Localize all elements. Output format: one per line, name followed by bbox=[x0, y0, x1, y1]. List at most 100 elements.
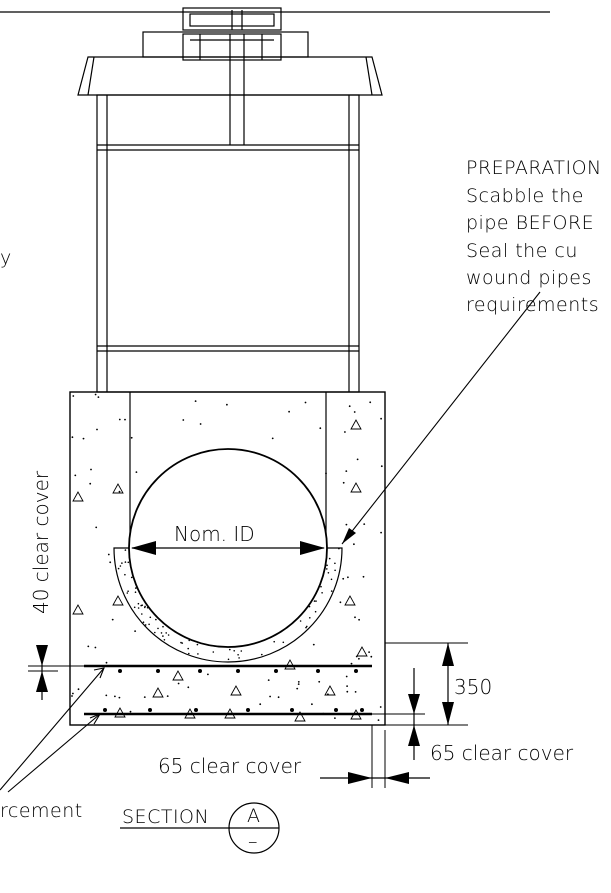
bedding-dot bbox=[126, 592, 129, 594]
bedding-dot bbox=[240, 650, 243, 652]
nominal-id-dimension: Nom. ID bbox=[131, 522, 325, 555]
concrete-dot bbox=[94, 393, 97, 396]
bedding-dot bbox=[144, 624, 147, 626]
bedding-dot bbox=[162, 625, 164, 628]
concrete-dot bbox=[345, 470, 348, 472]
concrete-dot bbox=[312, 643, 315, 646]
concrete-dot bbox=[271, 437, 274, 440]
bedding-dot bbox=[149, 616, 152, 619]
concrete-dot bbox=[342, 481, 345, 484]
reinforcement-bars bbox=[84, 664, 372, 716]
note-line-1: PREPARATION bbox=[466, 157, 602, 179]
concrete-dot bbox=[342, 577, 345, 580]
concrete-dot bbox=[362, 575, 365, 578]
aggregate-mark bbox=[72, 491, 84, 502]
section-id: A bbox=[247, 805, 261, 827]
bedding-dot bbox=[133, 606, 136, 609]
concrete-dot bbox=[71, 436, 74, 439]
bedding-dot bbox=[326, 564, 328, 567]
concrete-dot bbox=[318, 680, 321, 683]
bedding-dot bbox=[314, 610, 317, 613]
concrete-dot bbox=[380, 465, 383, 468]
aggregate-mark bbox=[294, 711, 306, 722]
concrete-dot bbox=[311, 703, 313, 706]
concrete-dot bbox=[105, 694, 108, 697]
reinforcement-leaders bbox=[0, 667, 105, 793]
bedding-dot bbox=[327, 572, 330, 574]
concrete-dot bbox=[118, 696, 121, 699]
bedding-dot bbox=[233, 650, 235, 652]
concrete-dot bbox=[226, 403, 228, 406]
concrete-dot bbox=[129, 710, 132, 713]
bedding-dot bbox=[130, 576, 133, 579]
bedding-dot bbox=[328, 557, 331, 560]
bedding-dot bbox=[140, 604, 142, 607]
bedding-dot bbox=[148, 623, 150, 626]
concrete-dot bbox=[267, 679, 270, 681]
concrete-dot bbox=[358, 618, 360, 621]
bedding-dot bbox=[124, 561, 127, 563]
concrete-dot bbox=[334, 717, 336, 719]
aggregate-mark bbox=[112, 483, 124, 494]
concrete-dot bbox=[94, 646, 97, 649]
bedding-dot bbox=[261, 653, 263, 656]
bedding-dot bbox=[305, 626, 307, 629]
concrete-dot bbox=[288, 410, 290, 413]
aggregate-mark bbox=[172, 670, 184, 681]
concrete-dot bbox=[89, 482, 92, 485]
bedding-dot bbox=[167, 634, 170, 636]
aggregate-mark bbox=[230, 685, 242, 696]
aggregate-mark bbox=[350, 482, 362, 493]
concrete-dot bbox=[118, 418, 121, 421]
concrete-dot bbox=[344, 431, 346, 433]
reinforcement-note-fragment: rcement bbox=[0, 800, 83, 822]
section-sheet: – bbox=[248, 831, 258, 853]
concrete-dot bbox=[380, 417, 382, 420]
bedding-dot bbox=[229, 648, 231, 651]
concrete-dot bbox=[363, 523, 366, 525]
bedding-dot bbox=[188, 652, 190, 655]
concrete-dot bbox=[95, 526, 98, 529]
bedding-dot bbox=[141, 613, 143, 615]
concrete-dot bbox=[370, 655, 373, 658]
reinforcement-bar-dots bbox=[103, 669, 364, 712]
concrete-dot bbox=[368, 651, 370, 653]
aggregate-mark bbox=[114, 707, 126, 718]
bedding-dot bbox=[137, 607, 140, 609]
bedding-dot bbox=[299, 620, 302, 622]
concrete-dot bbox=[369, 401, 372, 404]
aggregate-mark bbox=[72, 604, 84, 615]
note-line-5: wound pipes bbox=[466, 267, 592, 289]
left-clear-cover-label: 40 clear cover bbox=[29, 470, 53, 614]
bedding-dot bbox=[137, 602, 140, 605]
concrete-dot bbox=[277, 696, 280, 699]
bedding-dot bbox=[330, 578, 333, 581]
bedding-dot bbox=[127, 561, 130, 564]
bedding-dot bbox=[127, 590, 129, 592]
concrete-dot bbox=[82, 437, 85, 440]
aggregate-mark bbox=[324, 685, 336, 696]
concrete-dot bbox=[97, 396, 100, 398]
concrete-dot bbox=[177, 682, 180, 685]
concrete-dot bbox=[124, 418, 126, 421]
bedding-dot bbox=[306, 625, 308, 628]
bedding-dot bbox=[135, 587, 137, 589]
concrete-dot bbox=[354, 691, 357, 693]
bedding-dot bbox=[155, 618, 157, 621]
bedding-dot bbox=[330, 590, 333, 592]
riser-shaft bbox=[96, 94, 360, 393]
bedding-dot bbox=[157, 627, 159, 630]
right-clear-cover-dimension: 65 clear cover bbox=[372, 668, 574, 765]
aggregate-mark bbox=[112, 595, 124, 606]
concrete-dot bbox=[345, 675, 348, 678]
concrete-dot bbox=[207, 673, 209, 676]
concrete-dot bbox=[135, 471, 138, 473]
section-label: SECTION bbox=[122, 806, 209, 828]
bottom-clear-cover-dimension: 65 clear cover bbox=[158, 725, 430, 788]
concrete-dot bbox=[358, 657, 360, 660]
aggregate-mark bbox=[356, 646, 368, 657]
bedding-dot bbox=[124, 573, 126, 576]
bedding-dot bbox=[227, 658, 230, 661]
aggregate-mark bbox=[284, 659, 296, 670]
bedding-dot bbox=[273, 640, 276, 643]
